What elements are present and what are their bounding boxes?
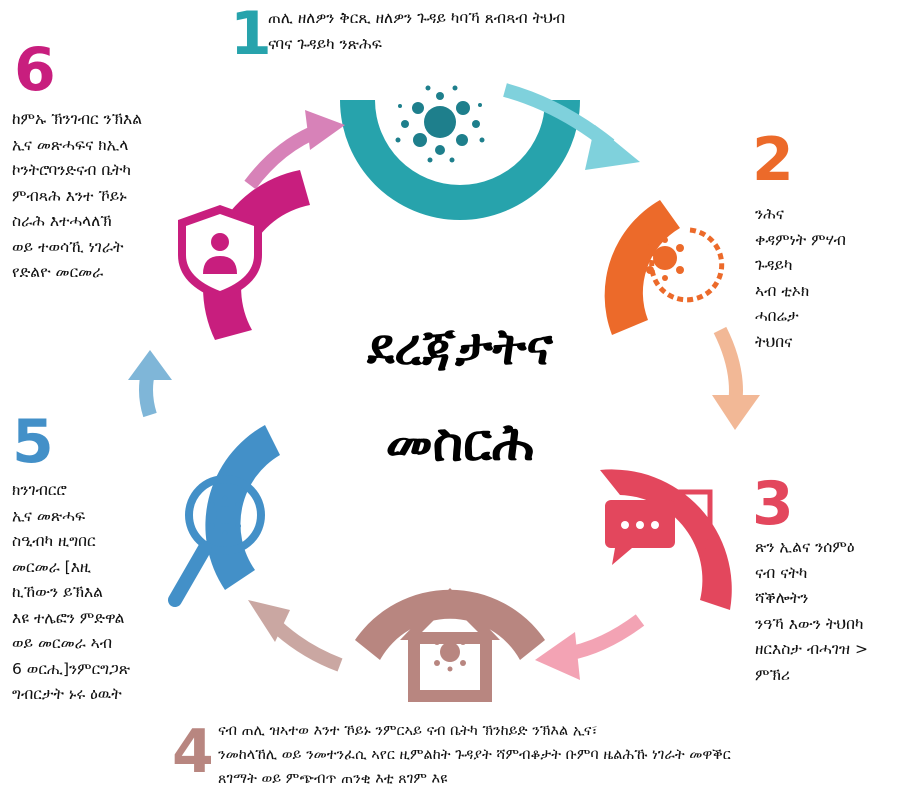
arrowhead-2-to-3 <box>712 395 760 430</box>
step-5-number: 5 <box>12 407 54 477</box>
virus-refresh-icon <box>646 227 725 303</box>
step-5-text: ክንገብርሮ ኢና መጽሓፍ ስዒብካ ዚግበር መርመራ [እዚ ኪኸውን ይ… <box>12 481 131 703</box>
diagram-title-line-2: መስርሕ <box>385 413 535 473</box>
step-3-text: ጽን ኢልና ንሰምዕ ናብ ናትካ ሻቕሎትን ንዓኻ እውን ትህበካ ዘር… <box>755 538 868 684</box>
house-virus-icon <box>400 588 500 702</box>
step-2-arc <box>604 200 680 335</box>
step-4-text: ናብ ጠሊ ዝኣተወ እንተ ኾይኑ ንምርኣይ ናብ ቤትካ ኽንከይድ ንኽ… <box>218 723 731 787</box>
step-2-text: ንሕና ቀዳምነት ምሃብ ጉዳይካ ኣብ ቲኦክ ሓበሬታ ትህበና <box>755 205 846 351</box>
magnifier-virus-icon <box>168 475 265 607</box>
step-1-arc <box>340 100 580 220</box>
virus-icon <box>395 85 485 163</box>
step-3-arc <box>600 469 732 610</box>
step-6-text: ከምኡ ኽንገብር ንኽእል ኢና መጽሓፍና ክኢላ ኮንትሮባንድናብ ቤት… <box>12 110 143 281</box>
arrowhead-4-to-5 <box>248 600 290 642</box>
arrowhead-6-to-1 <box>305 110 345 150</box>
step-5-arc <box>205 425 280 590</box>
step-3-number: 3 <box>752 469 794 539</box>
step-1-text: ጠሊ ዘለዎን ቅርጺ ዘለዎን ጉዳይ ካባኻ ጸብጻብ ትህብ ናባና ጉዳ… <box>268 9 566 53</box>
diagram-title-line-1: ደረጃታትና <box>367 318 553 376</box>
shield-person-icon <box>178 205 262 300</box>
arrow-2-to-3 <box>713 326 743 406</box>
arrowhead-1-to-2 <box>585 125 640 170</box>
step-6-number: 6 <box>14 35 56 105</box>
arrowhead-3-to-4 <box>535 632 580 680</box>
chat-bubbles-icon <box>605 489 713 565</box>
arrowhead-5-to-6 <box>128 350 172 380</box>
step-2-number: 2 <box>752 125 794 195</box>
step-1-number: 1 <box>230 0 272 69</box>
step-4-number: 4 <box>172 717 214 787</box>
step-4-arc <box>355 589 545 660</box>
